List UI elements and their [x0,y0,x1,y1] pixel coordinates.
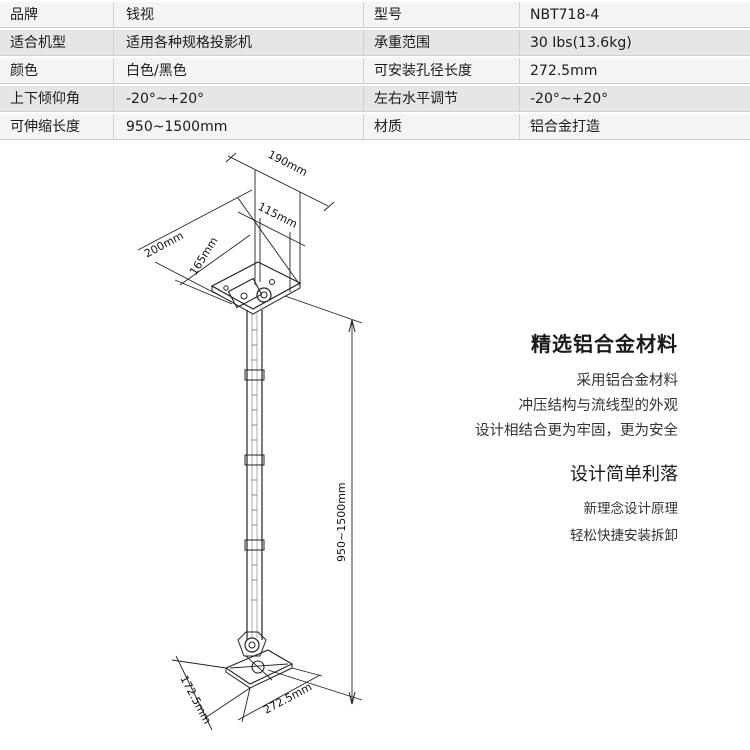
spec-label: 颜色 [0,58,114,84]
spec-label: 可安装孔径长度 [364,58,520,84]
feature-line: 新理念设计原理 [583,501,679,517]
spec-label: 适合机型 [0,30,114,56]
dim-base-a: 172.5mm [177,673,213,726]
spec-label: 品牌 [0,2,114,28]
feature-heading-material: 精选铝合金材料 [531,332,678,356]
spec-label: 可伸缩长度 [0,114,114,140]
spec-label: 材质 [364,114,520,140]
spec-row: 可伸缩长度 950~1500mm 材质 铝合金打造 [0,114,750,141]
spec-label: 左右水平调节 [364,86,520,112]
dim-plate-depth: 165mm [187,235,221,278]
dim-base-b: 272.5mm [261,680,314,716]
spec-label: 型号 [364,2,520,28]
spec-value: NBT718-4 [520,2,750,28]
spec-value: 950~1500mm [114,114,364,140]
feature-text: 精选铝合金材料 采用铝合金材料 冲压结构与流线型的外观 设计相结合更为牢固，更为… [475,328,678,550]
spec-label: 上下倾仰角 [0,86,114,112]
spec-row: 颜色 白色/黑色 可安装孔径长度 272.5mm [0,58,750,85]
spec-table: 品牌 钱视 型号 NBT718-4 适合机型 适用各种规格投影机 承重范围 30… [0,2,750,142]
feature-line: 冲压结构与流线型的外观 [518,398,679,414]
feature-line: 设计相结合更为牢固，更为安全 [475,423,678,439]
dim-inner-width: 115mm [256,200,300,231]
spec-label: 承重范围 [364,30,520,56]
feature-heading-design: 设计简单利落 [570,464,678,485]
spec-value: 白色/黑色 [114,58,364,84]
feature-line: 轻松快捷安装拆卸 [570,528,678,544]
spec-row: 上下倾仰角 -20°~+20° 左右水平调节 -20°~+20° [0,86,750,113]
spec-value: 30 Ibs(13.6kg) [520,30,750,56]
dim-top-width: 190mm [266,148,310,179]
mount-drawing: 190mm 115mm 200mm 165mm 950~1500mm 172.5… [137,148,363,731]
spec-value: 铝合金打造 [520,114,750,140]
spec-row: 适合机型 适用各种规格投影机 承重范围 30 Ibs(13.6kg) [0,30,750,57]
spec-value: -20°~+20° [520,86,750,112]
spec-value: -20°~+20° [114,86,364,112]
spec-value: 钱视 [114,2,364,28]
dim-plate-length: 200mm [142,229,186,260]
feature-line: 采用铝合金材料 [576,373,679,389]
spec-row: 品牌 钱视 型号 NBT718-4 [0,2,750,29]
spec-value: 适用各种规格投影机 [114,30,364,56]
spec-value: 272.5mm [520,58,750,84]
dim-pole-length: 950~1500mm [335,482,348,562]
